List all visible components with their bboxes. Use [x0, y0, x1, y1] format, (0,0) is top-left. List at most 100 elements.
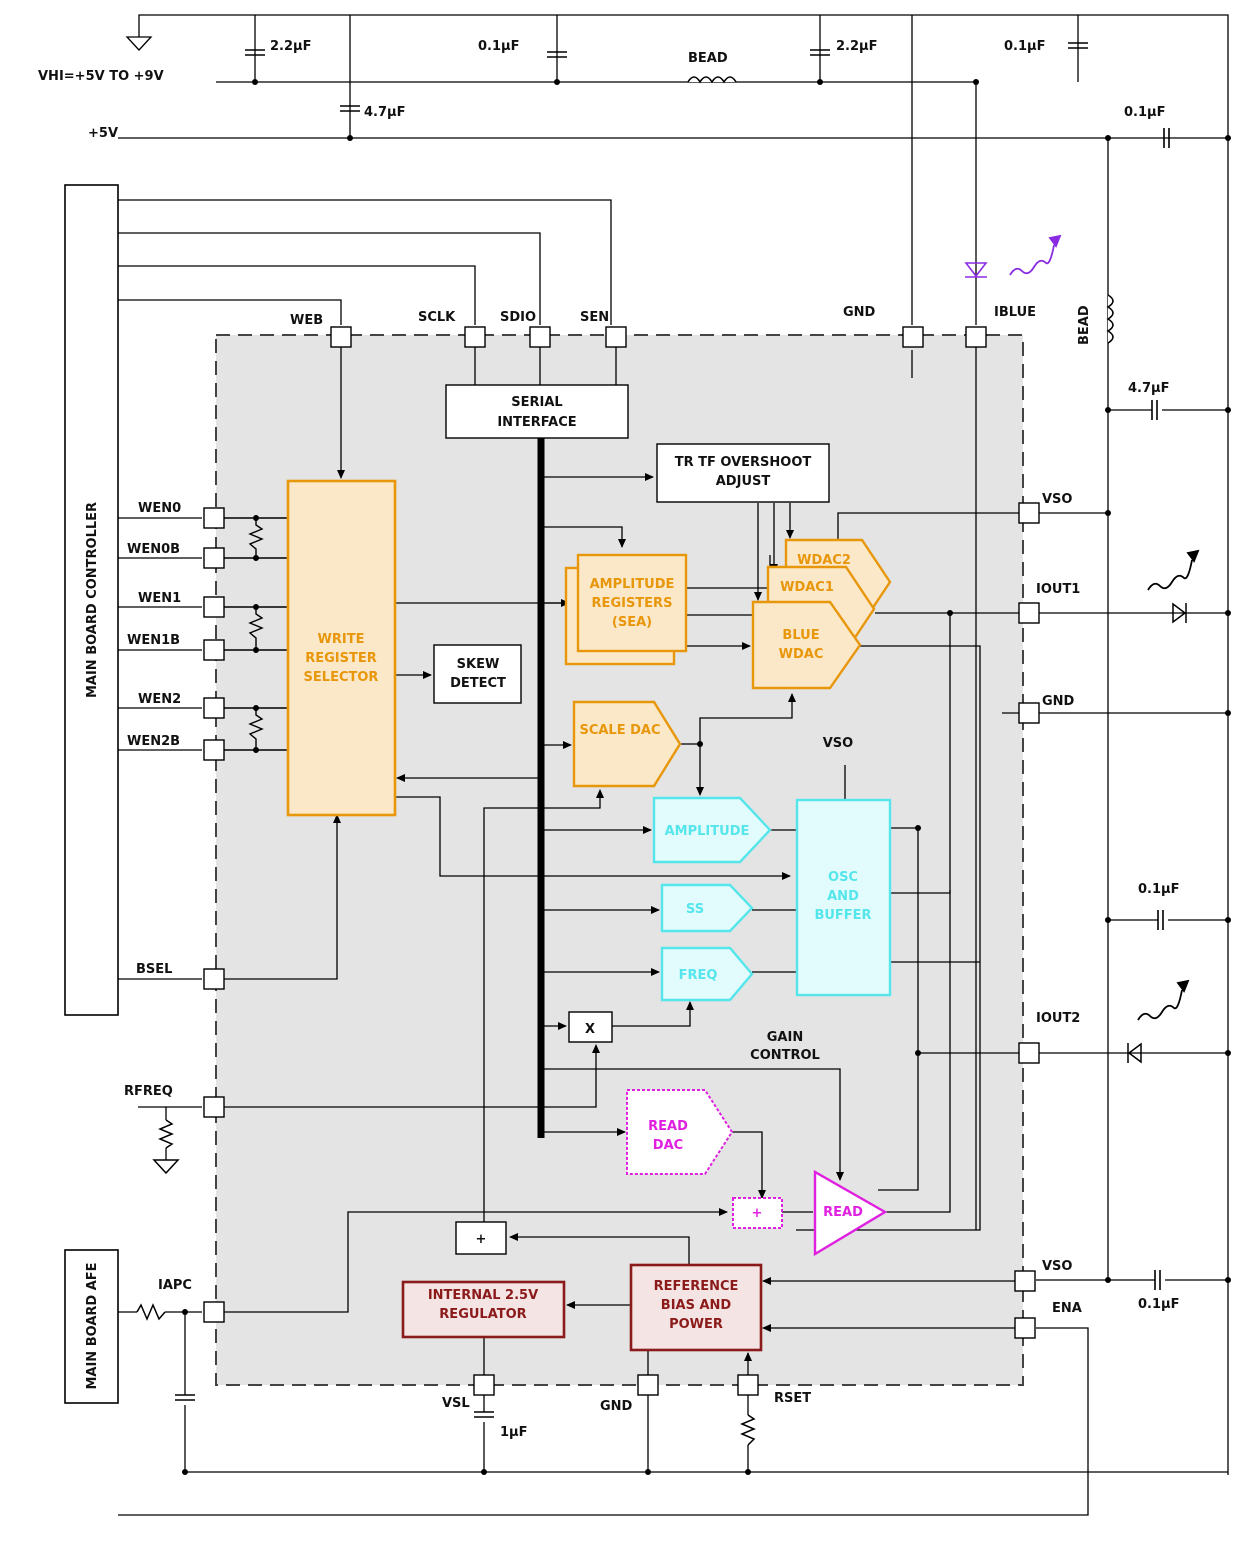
pin-iapc: IAPC — [158, 1278, 192, 1293]
amplitude-registers-block — [576, 553, 688, 653]
amplitude-block — [652, 796, 772, 864]
write-reg-line2: REGISTER — [305, 651, 377, 666]
skew-detect-block — [433, 644, 522, 704]
read-dac-line1: READ — [648, 1119, 688, 1134]
ground-symbol-top — [125, 36, 153, 51]
internal-wiring — [224, 347, 1019, 1472]
vhi-label: VHI=+5V TO +9V — [38, 69, 164, 84]
pin-vso-2: VSO — [1042, 1259, 1072, 1274]
trtf-line1: TR TF OVERSHOOT — [675, 455, 812, 470]
bead-inductor-right — [1106, 294, 1114, 344]
main-board-controller-label: MAIN BOARD CONTROLLER — [85, 502, 100, 698]
pin-wen2b: WEN2B — [127, 734, 180, 749]
osc-line1: OSC — [828, 870, 858, 885]
write-register-selector-block — [286, 479, 397, 817]
skew-line1: SKEW — [457, 657, 500, 672]
internal-regulator-block — [401, 1280, 566, 1339]
cap-1uf: 1µF — [500, 1425, 528, 1440]
pin-rfreq: RFREQ — [124, 1084, 173, 1099]
gain-control-line1: GAIN — [767, 1030, 803, 1045]
regulator-line2: REGULATOR — [439, 1307, 526, 1322]
amp-regs-line2: REGISTERS — [592, 596, 673, 611]
ss-block — [660, 883, 754, 933]
trtf-overshoot-block — [656, 443, 830, 503]
controller-wires — [118, 199, 1228, 1516]
pin-wen0: WEN0 — [138, 501, 181, 516]
main-board-controller — [64, 184, 119, 1016]
cap-label-2: 0.1µF — [478, 39, 519, 54]
multiplier-block — [568, 1011, 613, 1043]
pin-gnd-top: GND — [843, 305, 876, 320]
pin-vsl: VSL — [442, 1396, 470, 1411]
cap-label-5: 0.1µF — [1004, 39, 1045, 54]
read-dac-block — [626, 1089, 734, 1175]
pin-gnd-right: GND — [1042, 694, 1075, 709]
pin-gnd-bottom: GND — [600, 1399, 633, 1414]
bead-label-top: BEAD — [688, 51, 728, 66]
amp-regs-line3: (SEA) — [612, 615, 652, 630]
scale-dac-block — [572, 700, 682, 788]
read-dac-line2: DAC — [653, 1138, 683, 1153]
gain-control-line2: CONTROL — [750, 1048, 820, 1063]
wdac2-label: WDAC2 — [797, 553, 851, 568]
osc-line3: BUFFER — [814, 908, 871, 923]
reference-line3: POWER — [669, 1317, 723, 1332]
amp-regs-line1: AMPLITUDE — [590, 577, 675, 592]
cap-label-1: 2.2µF — [270, 39, 311, 54]
ref-summer-block — [455, 1221, 507, 1255]
trtf-line2: ADJUST — [716, 474, 771, 489]
cap-label-4: 2.2µF — [836, 39, 877, 54]
vso-osc-label: VSO — [823, 736, 853, 751]
ss-label: SS — [686, 902, 704, 917]
pin-iout1: IOUT1 — [1036, 582, 1080, 597]
bottom-passives — [474, 1411, 756, 1446]
freq-label: FREQ — [679, 968, 718, 983]
multiplier-label: X — [585, 1022, 595, 1037]
pin-sdio: SDIO — [500, 310, 536, 325]
write-reg-line1: WRITE — [318, 632, 365, 647]
main-board-afe-label: MAIN BOARD AFE — [85, 1262, 100, 1389]
regulator-line1: INTERNAL 2.5V — [428, 1288, 538, 1303]
serial-interface-line1: SERIAL — [511, 395, 562, 410]
external-passives — [136, 1119, 195, 1401]
main-board-afe — [64, 1249, 119, 1404]
pin-vso-1: VSO — [1042, 492, 1072, 507]
ref-summer-label: + — [476, 1232, 487, 1247]
bead-inductor-top — [687, 76, 737, 84]
bead-label-right: BEAD — [1077, 305, 1092, 345]
pin-squares — [203, 326, 1040, 1396]
cap-01-mid: 0.1µF — [1138, 882, 1179, 897]
reference-bias-block — [629, 1263, 763, 1352]
laser-diodes — [964, 262, 1187, 1064]
pin-sclk: SCLK — [418, 310, 456, 325]
pin-ena: ENA — [1052, 1301, 1082, 1316]
serial-interface-line2: INTERFACE — [497, 415, 576, 430]
osc-buffer-block — [795, 798, 892, 997]
reference-line2: BIAS AND — [661, 1298, 732, 1313]
pin-web: WEB — [290, 313, 323, 328]
pin-bsel: BSEL — [136, 962, 172, 977]
pin-iout2: IOUT2 — [1036, 1011, 1080, 1026]
pin-wen1: WEN1 — [138, 591, 181, 606]
read-summer-label: + — [752, 1206, 763, 1221]
amplitude-label: AMPLITUDE — [665, 824, 750, 839]
cap-label-6: 0.1µF — [1124, 105, 1165, 120]
freq-block — [660, 946, 754, 1002]
pin-wen2: WEN2 — [138, 692, 181, 707]
scale-dac-label: SCALE DAC — [579, 723, 660, 738]
osc-line2: AND — [827, 889, 859, 904]
blue-wdac-block — [751, 600, 862, 690]
light-emission-icons — [1009, 234, 1200, 1021]
v5-label: +5V — [88, 126, 118, 141]
wdac1-label: WDAC1 — [780, 580, 834, 595]
write-reg-line3: SELECTOR — [304, 670, 379, 685]
read-summer-block — [732, 1197, 783, 1229]
read-amp-label: READ — [823, 1205, 863, 1220]
read-amplifier — [813, 1169, 888, 1257]
pin-wen0b: WEN0B — [127, 542, 180, 557]
serial-interface-block — [445, 384, 629, 439]
pin-wen1b: WEN1B — [127, 633, 180, 648]
blue-wdac-line2: WDAC — [779, 647, 824, 662]
termination-resistors — [224, 517, 288, 751]
pin-rset: RSET — [774, 1391, 811, 1406]
